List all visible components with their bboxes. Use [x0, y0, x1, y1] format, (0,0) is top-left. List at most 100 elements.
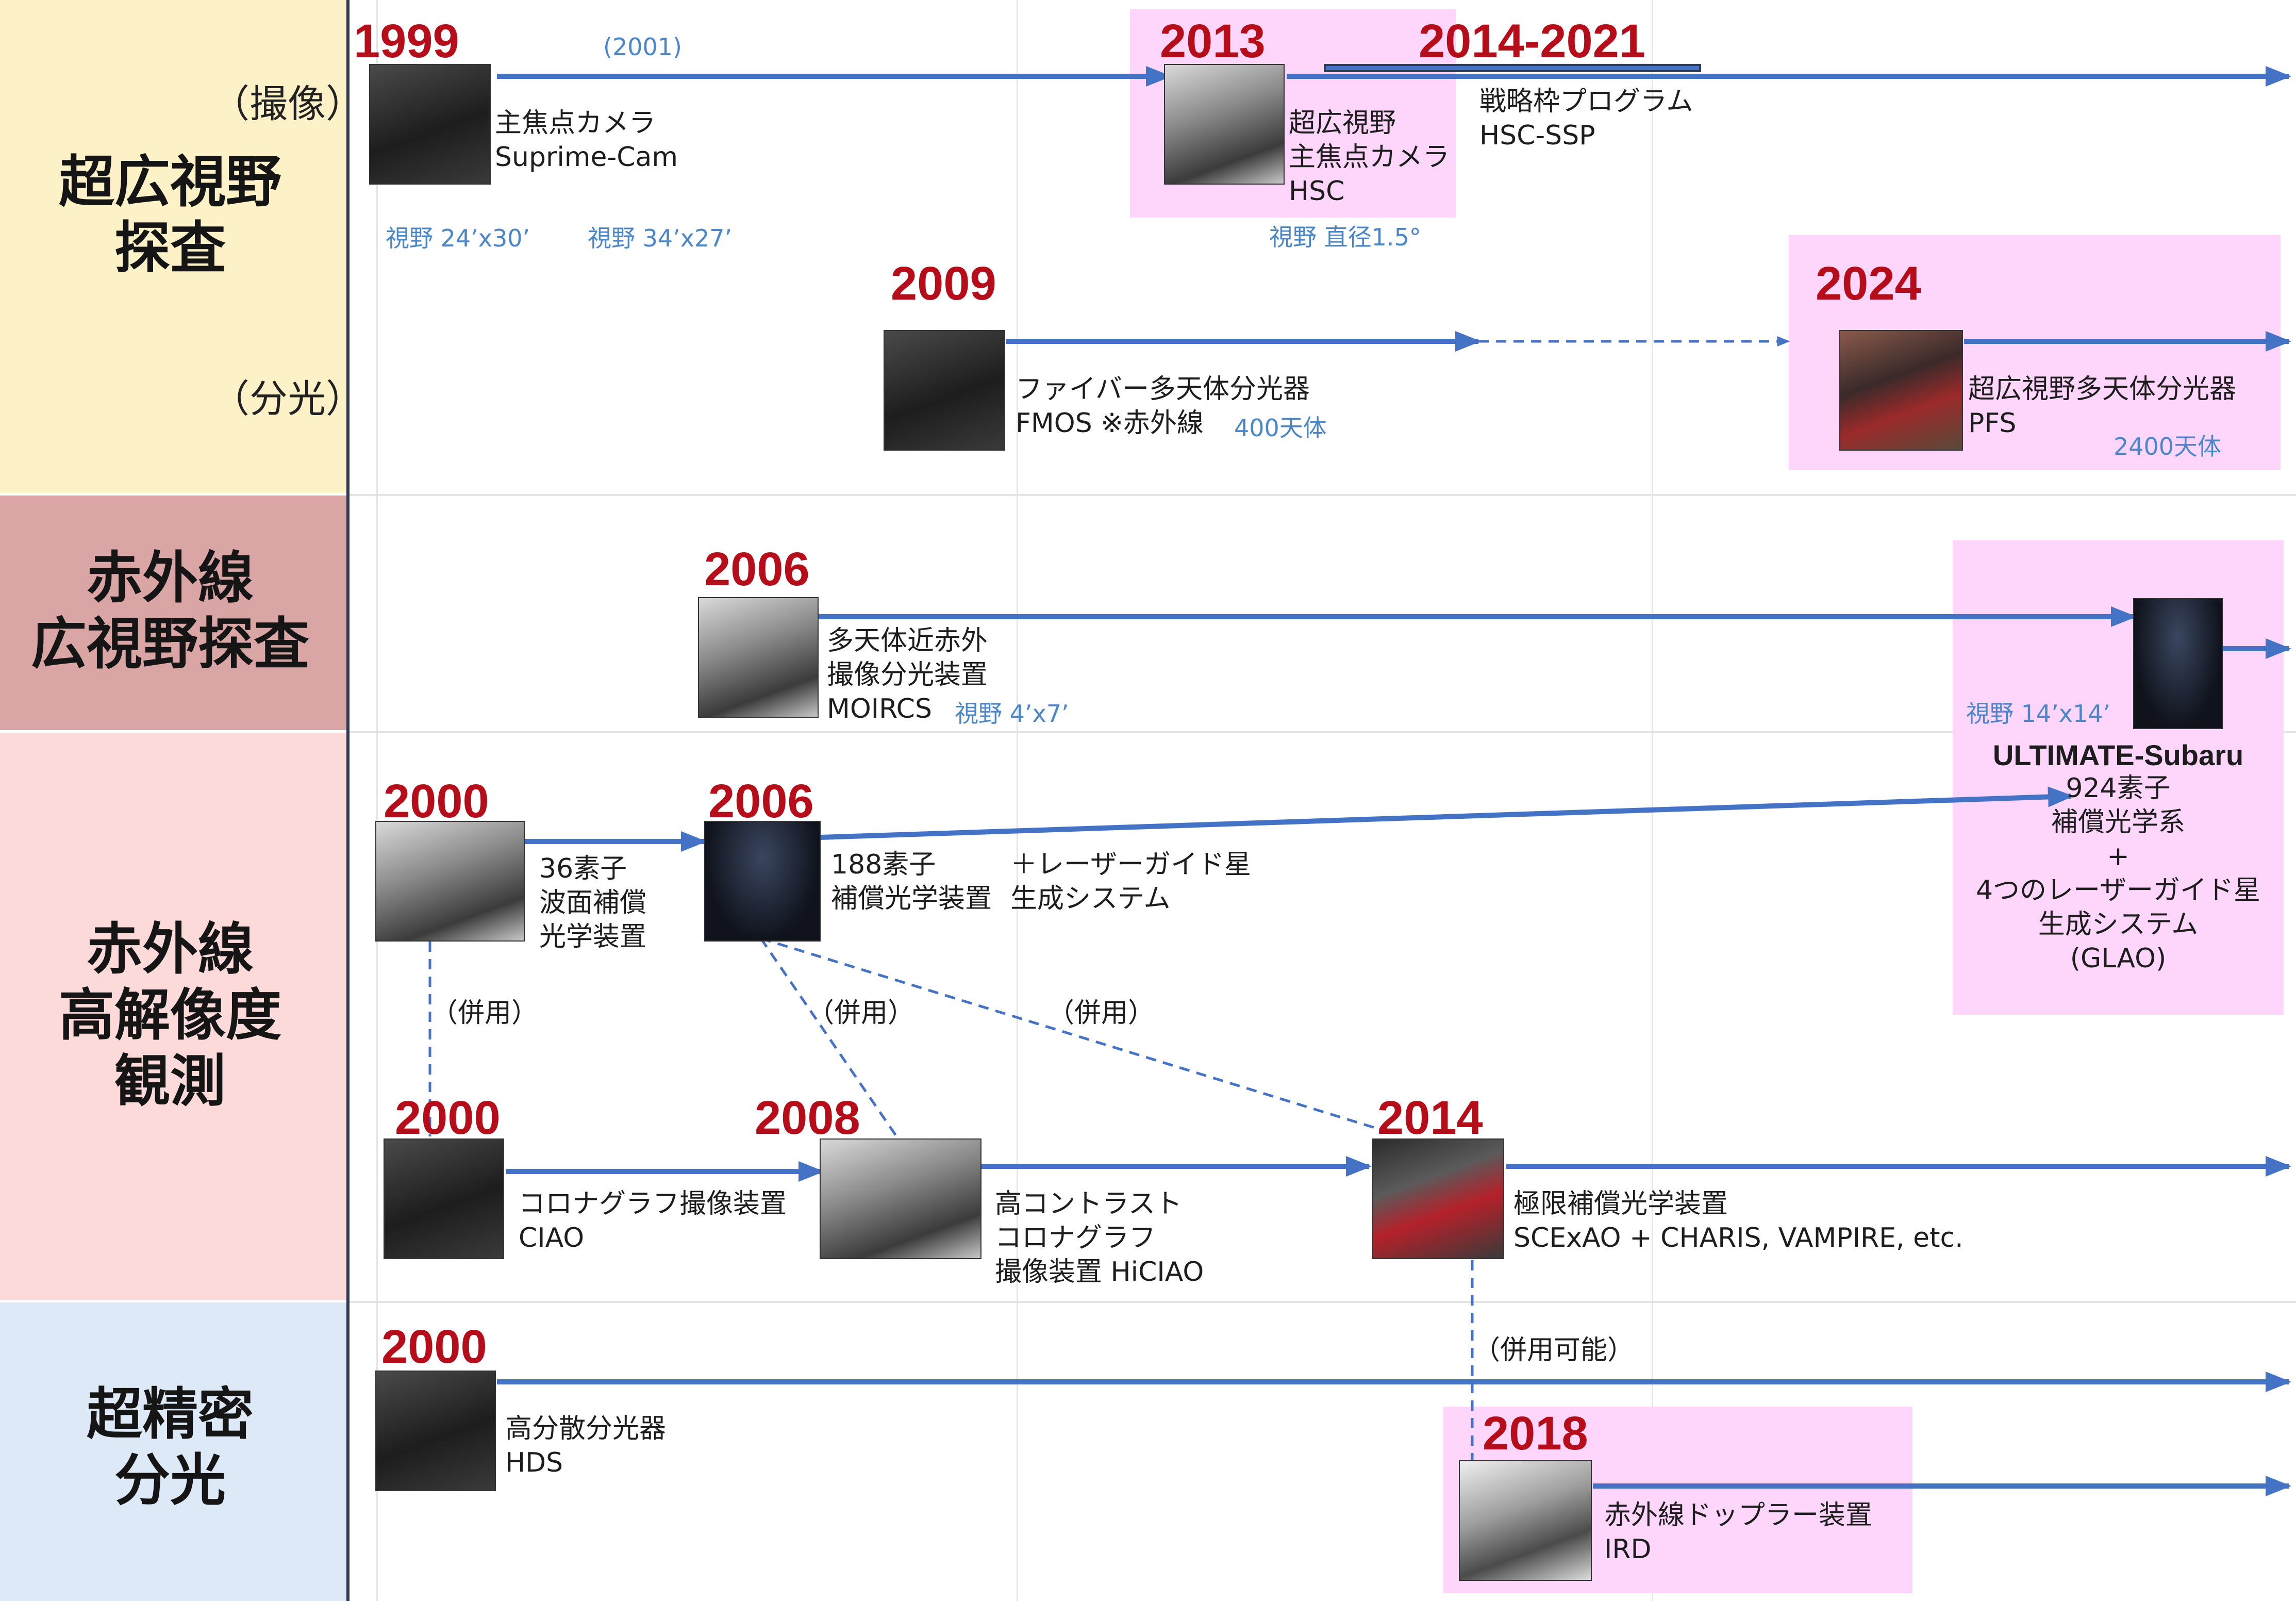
pfs-label: 超広視野多天体分光器 PFS [1968, 372, 2236, 440]
category-line: 赤外線 [86, 546, 254, 610]
category-line: 観測 [114, 1049, 226, 1114]
subcategory-spectroscopy: （分光） [211, 377, 364, 421]
category-precision [0, 1301, 346, 1601]
grid-line [1017, 0, 1018, 1601]
label-line: 36素子 [539, 853, 627, 884]
label-line: 光学装置 [539, 921, 647, 952]
year-fmos: 2009 [891, 257, 996, 310]
ird-label: 赤外線ドップラー装置 IRD [1604, 1498, 1872, 1566]
link-label-ao188-hiciao: （併用） [807, 998, 915, 1029]
year-ao36: 2000 [384, 775, 489, 828]
grid-line [348, 494, 2296, 496]
suprime-cam-label: 主焦点カメラ Suprime-Cam [495, 106, 678, 174]
suprime-cam-photo [369, 64, 491, 185]
ultimate-name: ULTIMATE-Subaru [1992, 739, 2244, 771]
ultimate-description: 924素子 補償光学系 + 4つのレーザーガイド星 生成システム (GLAO) [1953, 771, 2284, 976]
label-line: 補償光学系 [2051, 807, 2185, 838]
pfs-targets: 2400天体 [2114, 433, 2222, 460]
category-label-ir-highres: 赤外線 高解像度 観測 [0, 917, 340, 1115]
pfs-photo [1839, 330, 1963, 451]
label-line: 4つのレーザーガイド星 [1975, 875, 2261, 906]
moircs-photo [698, 597, 819, 718]
label-line: 補償光学装置 [831, 883, 992, 914]
link-label-scexao-ird: （併用可能） [1473, 1335, 1635, 1366]
year-hds: 2000 [381, 1321, 487, 1373]
label-line: + [2107, 841, 2129, 872]
hsc-photo [1164, 64, 1285, 185]
label-line: 多天体近赤外 [827, 625, 988, 656]
ao36-label: 36素子 波面補償 光学装置 [539, 852, 646, 954]
category-divider [0, 1300, 348, 1302]
label-line: コロナグラフ [995, 1223, 1156, 1253]
label-line: HSC [1289, 176, 1345, 207]
grid-line [1652, 0, 1653, 1601]
fmos-targets: 400天体 [1234, 414, 1327, 442]
grid-line [348, 1301, 2296, 1303]
label-line: MOIRCS [827, 694, 932, 724]
label-line: CIAO [519, 1223, 585, 1253]
ao36-photo [375, 821, 525, 942]
label-line: 超広視野 [1289, 108, 1396, 139]
category-line: 探査 [114, 216, 226, 280]
hiciao-photo [820, 1138, 981, 1259]
year-ao188: 2006 [708, 775, 814, 828]
label-line: 戦略枠プログラム [1479, 86, 1693, 117]
hsc-ssp-label: 戦略枠プログラム HSC-SSP [1479, 85, 1693, 153]
link-label-ao188-scexao: （併用） [1047, 998, 1155, 1029]
moircs-label: 多天体近赤外 撮像分光装置 MOIRCS [827, 624, 988, 726]
suprime-fov-upgraded: 視野 34’x27’ [588, 224, 733, 252]
year-ird: 2018 [1483, 1407, 1588, 1460]
ultimate-photo [2133, 598, 2223, 729]
label-line: ＋レーザーガイド星 [1010, 849, 1251, 880]
category-line: 超精密 [86, 1382, 254, 1447]
ciao-photo [384, 1138, 504, 1259]
year-suprime: 1999 [354, 15, 459, 68]
moircs-fov: 視野 4’x7’ [955, 700, 1069, 728]
hds-label: 高分散分光器 HDS [505, 1412, 666, 1480]
label-line: 924素子 [2066, 773, 2171, 804]
fmos-photo [884, 330, 1005, 451]
label-line: 波面補償 [539, 887, 647, 918]
category-divider [0, 730, 348, 733]
label-line: IRD [1604, 1534, 1652, 1565]
year-moircs: 2006 [704, 543, 810, 596]
label-line: 撮像装置 HiCIAO [995, 1257, 1204, 1288]
subcategory-imaging: （撮像） [211, 82, 364, 126]
label-line: ファイバー多天体分光器 [1016, 374, 1310, 405]
grid-line [348, 731, 2296, 733]
label-line: FMOS ※赤外線 [1016, 408, 1204, 439]
suprime-upgrade-year: (2001) [603, 33, 682, 61]
category-line: 広視野探査 [30, 612, 309, 676]
label-line: SCExAO + CHARIS, VAMPIRE, etc. [1513, 1223, 1964, 1253]
category-ir-wide [0, 494, 346, 731]
year-pfs: 2024 [1816, 257, 1921, 310]
label-line: コロナグラフ撮像装置 [519, 1189, 787, 1219]
ird-photo [1459, 1460, 1592, 1581]
label-line: 生成システム [1010, 883, 1171, 914]
category-line: 分光 [114, 1448, 226, 1513]
year-ssp: 2014-2021 [1419, 15, 1645, 68]
ao188-lgs-label: ＋レーザーガイド星 生成システム [1010, 848, 1251, 916]
scexao-photo [1372, 1138, 1504, 1259]
label-line: 主焦点カメラ [495, 108, 656, 139]
label-line: HSC-SSP [1479, 120, 1595, 151]
label-line: (GLAO) [2070, 943, 2167, 974]
category-line: 高解像度 [58, 983, 281, 1048]
label-line: Suprime-Cam [495, 142, 678, 173]
link-label-ao36-ciao: （併用） [431, 998, 539, 1029]
label-line: 極限補償光学装置 [1513, 1189, 1728, 1219]
label-line: HDS [505, 1447, 563, 1478]
ao188-photo [704, 821, 821, 942]
scexao-label: 極限補償光学装置 SCExAO + CHARIS, VAMPIRE, etc. [1513, 1187, 1964, 1255]
category-label-ir-wide: 赤外線 広視野探査 [0, 546, 340, 678]
year-hiciao: 2008 [755, 1092, 860, 1144]
category-wide-field [0, 0, 346, 494]
hds-photo [375, 1371, 496, 1491]
year-scexao: 2014 [1377, 1092, 1483, 1144]
label-line: 高コントラスト [995, 1189, 1182, 1219]
label-line: 高分散分光器 [505, 1413, 667, 1444]
category-border [346, 0, 350, 1601]
label-line: 主焦点カメラ [1289, 142, 1450, 173]
category-divider [0, 493, 348, 496]
